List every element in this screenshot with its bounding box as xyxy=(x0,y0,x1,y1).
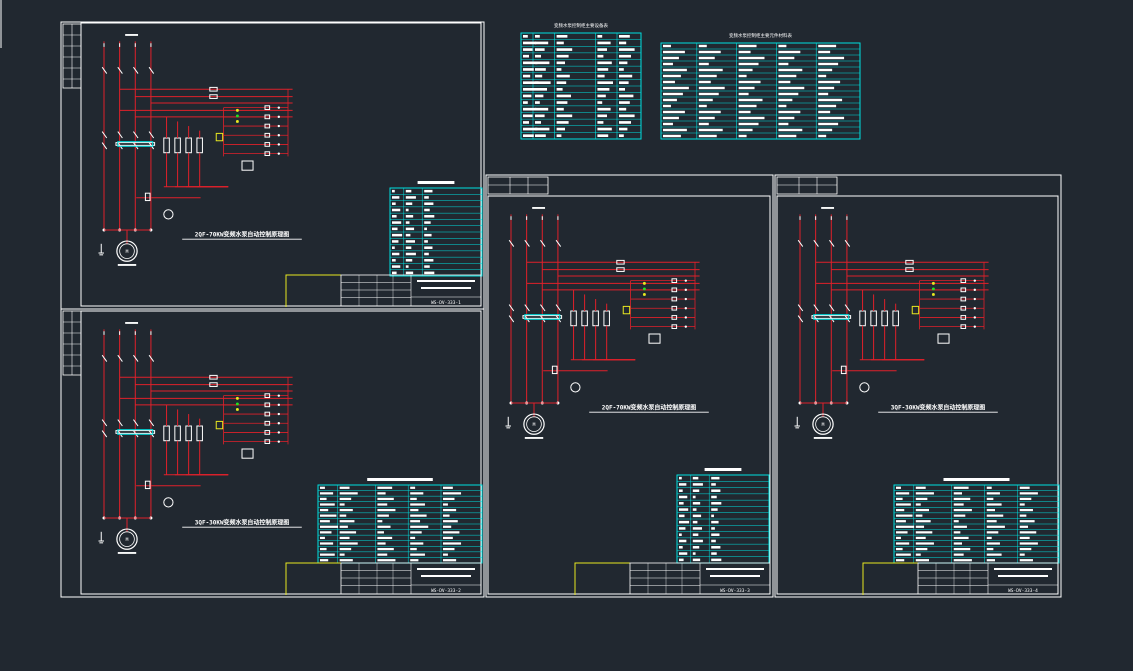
motor-symbol xyxy=(116,240,138,262)
drawing-number: WS-DV-333-2 xyxy=(431,588,461,594)
electrical-schematic: M 3QF-30KW变频水泵自动控制原理图 xyxy=(794,207,998,439)
diagram-caption: 3QF-30KW变频水泵自动控制原理图 xyxy=(195,518,289,526)
motor-label: M xyxy=(126,537,129,543)
equipment-table-2: 变频水泵控制柜主要元件材料表 xyxy=(660,32,861,140)
indicator-lamp-yellow-2 xyxy=(931,292,935,296)
indicator-lamp-green xyxy=(235,402,239,406)
sheet-equipment-table xyxy=(893,478,1060,564)
electrical-schematic: M 3QF-30KW变频水泵自动控制原理图 xyxy=(98,322,302,554)
motor-label: M xyxy=(126,249,129,255)
equipment-table-title: 变频水泵控制柜主要设备表 xyxy=(554,22,608,29)
revision-strip xyxy=(62,23,82,89)
diagram-caption: 3QF-30KW变频水泵自动控制原理图 xyxy=(891,403,985,411)
motor-symbol xyxy=(116,528,138,550)
diagram-caption: 2QF-70KW变频水泵自动控制原理图 xyxy=(602,403,696,411)
indicator-lamp-yellow xyxy=(235,396,239,400)
drawing-number: WS-DV-333-1 xyxy=(431,300,461,306)
equipment-table-1: 变频水泵控制柜主要设备表 xyxy=(520,22,642,140)
sheet-equipment-table xyxy=(317,478,483,564)
sheet-equipment-table xyxy=(676,468,770,564)
electrical-schematic: M 2QF-70KW变频水泵自动控制原理图 xyxy=(98,34,302,266)
indicator-lamp-green xyxy=(931,287,935,291)
equipment-table-title: 变频水泵控制柜主要元件材料表 xyxy=(729,32,792,39)
diagram-caption: 2QF-70KW变频水泵自动控制原理图 xyxy=(195,230,289,238)
sheets-layer: M2QF-70KW变频水泵自动控制原理图WS-DV-333-1M3QF-30KW… xyxy=(60,21,1062,598)
electrical-schematic: M 2QF-70KW变频水泵自动控制原理图 xyxy=(505,207,709,439)
drawing-sheet-3: M 2QF-70KW变频水泵自动控制原理图 WS-DV-333-3 xyxy=(485,174,774,598)
indicator-lamp-yellow-2 xyxy=(235,407,239,411)
indicator-lamp-green xyxy=(235,114,239,118)
drawing-number: WS-DV-333-3 xyxy=(720,588,750,594)
indicator-lamp-yellow xyxy=(642,281,646,285)
sheet-equipment-table xyxy=(389,181,483,277)
drawing-sheet-2: M 3QF-30KW变频水泵自动控制原理图 WS-DV-333-2 xyxy=(60,308,485,598)
indicator-lamp-green xyxy=(642,287,646,291)
revision-strip xyxy=(776,176,838,195)
drawing-sheet-1: M 2QF-70KW变频水泵自动控制原理图 WS-DV-333-1 xyxy=(60,21,485,310)
title-block: WS-DV-333-4 xyxy=(862,562,1059,595)
indicator-lamp-yellow xyxy=(235,108,239,112)
drawing-number: WS-DV-333-4 xyxy=(1008,588,1038,594)
title-block: WS-DV-333-1 xyxy=(285,274,482,307)
indicator-lamp-yellow-2 xyxy=(642,292,646,296)
title-block: WS-DV-333-3 xyxy=(574,562,771,595)
motor-symbol xyxy=(812,413,834,435)
motor-symbol xyxy=(523,413,545,435)
motor-label: M xyxy=(822,422,825,428)
drawing-sheet-4: M 3QF-30KW变频水泵自动控制原理图 WS-DV-333-4 xyxy=(774,174,1062,598)
revision-strip xyxy=(62,310,82,376)
indicator-lamp-yellow xyxy=(931,281,935,285)
indicator-lamp-yellow-2 xyxy=(235,119,239,123)
motor-label: M xyxy=(533,422,536,428)
title-block: WS-DV-333-2 xyxy=(285,562,482,595)
revision-strip xyxy=(487,176,549,195)
